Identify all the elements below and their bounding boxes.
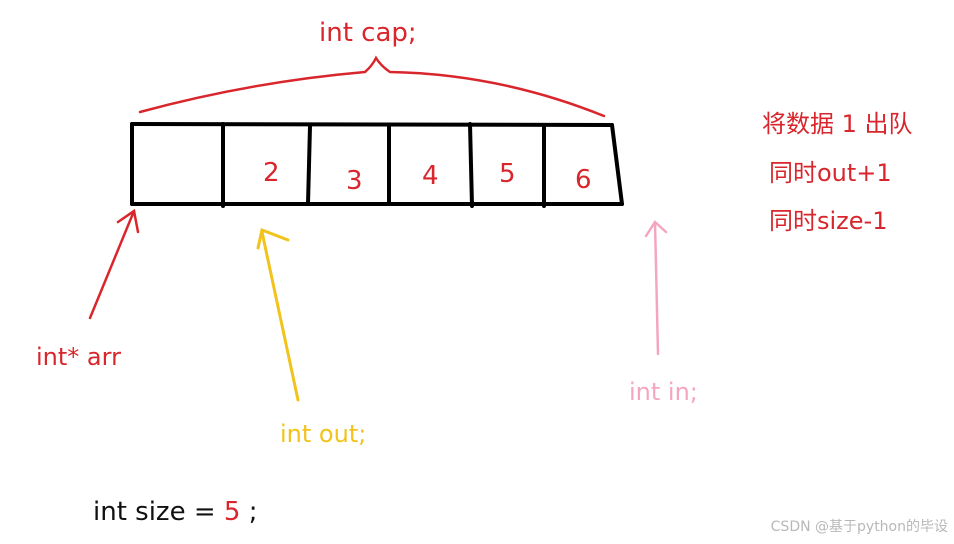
arr-label: int* arr	[36, 343, 121, 371]
cap-brace	[138, 55, 606, 118]
watermark: CSDN @基于python的毕设	[770, 519, 948, 535]
cell-value-5: 6	[575, 165, 592, 195]
size-line: int size = 5 ;	[93, 499, 257, 525]
size-prefix: int size =	[93, 497, 224, 527]
cell-divider-2	[306, 124, 312, 206]
out-arrow	[256, 227, 300, 402]
note-size-decrement: 同时size-1	[769, 207, 888, 235]
size-suffix: ;	[240, 497, 258, 527]
cap-label: int cap;	[319, 18, 417, 48]
out-label: int out;	[280, 420, 367, 448]
note-out-increment: 同时out+1	[769, 159, 892, 187]
arr-arrow	[88, 208, 140, 320]
cell-divider-4	[468, 122, 474, 208]
cell-value-2: 3	[346, 166, 363, 196]
cell-divider-6	[610, 123, 624, 206]
size-value: 5	[223, 497, 241, 527]
cell-value-4: 5	[499, 159, 516, 189]
cell-value-1: 2	[263, 158, 280, 188]
cell-value-3: 4	[422, 161, 439, 191]
array-top-edge	[130, 122, 614, 127]
in-label: int in;	[629, 378, 698, 406]
note-dequeue: 将数据 1 出队	[762, 110, 913, 138]
array-cells	[130, 122, 624, 208]
in-arrow	[644, 220, 668, 356]
